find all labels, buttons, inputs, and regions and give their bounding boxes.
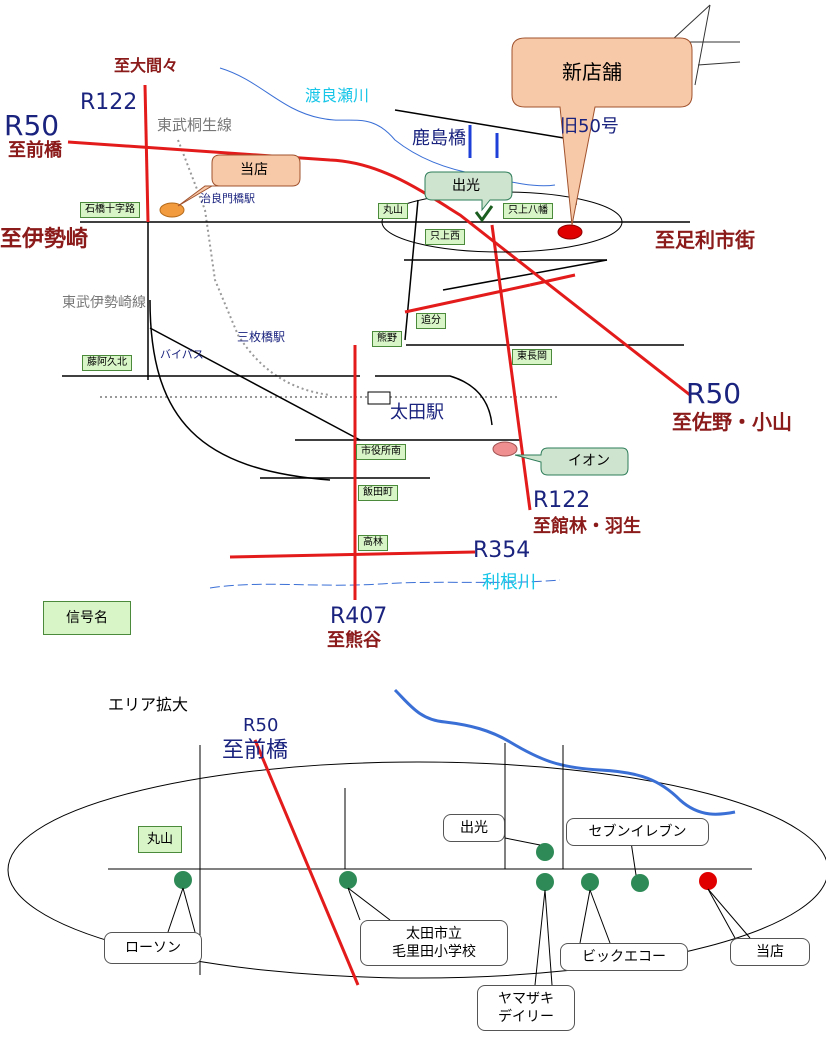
aeon-marker <box>492 441 518 457</box>
signal-shiyakusho-minami: 市役所南 <box>356 444 406 460</box>
current-store-bubble-label: 当店 <box>240 162 268 178</box>
new-store-bubble-label: 新店舗 <box>562 60 622 84</box>
route-r122-bottom: R122 <box>533 488 591 513</box>
area-r50-road <box>253 739 360 986</box>
idemitsu-marker <box>536 843 554 861</box>
north-arrow-icon <box>671 4 741 86</box>
callout-school: 太田市立 毛里田小学校 <box>360 920 508 967</box>
callout-idemitsu: 出光 <box>443 814 505 843</box>
signal-kumano: 熊野 <box>372 331 402 347</box>
tobu-kiryu-line-label: 東武桐生線 <box>157 116 233 134</box>
aeon-bubble-shape <box>514 447 629 476</box>
area-outline <box>7 761 826 979</box>
tobu-kiryu-line <box>177 139 331 396</box>
dest-sano: 至佐野・小山 <box>672 410 792 434</box>
dest-isesaki: 至伊勢崎 <box>0 227 89 252</box>
callout-yamazaki-line1: ヤマザキ <box>498 991 554 1007</box>
callout-seven-eleven: セブンイレブン <box>566 818 709 847</box>
current-store-bubble-shape <box>177 154 301 207</box>
minor-roads <box>62 109 690 481</box>
seven-eleven-marker <box>631 874 649 892</box>
dest-tatebayashi: 至館林・羽生 <box>533 516 641 537</box>
signal-iidacho: 飯田町 <box>358 485 398 501</box>
idemitsu-check-icon <box>474 205 494 223</box>
big-echo-marker <box>581 873 599 891</box>
callout-yamazaki: ヤマザキ デイリー <box>477 985 575 1032</box>
callout-school-line2: 毛里田小学校 <box>392 944 476 961</box>
idemitsu-bubble-shape <box>424 171 513 212</box>
route-r50-right: R50 <box>686 377 742 410</box>
dest-ashikaga: 至足利市街 <box>655 228 755 252</box>
jizo-station-label: 治良門橋駅 <box>200 192 255 205</box>
new-store-marker <box>557 224 583 240</box>
route-r407: R407 <box>330 604 388 629</box>
school-marker <box>339 871 357 889</box>
dest-kumagaya: 至熊谷 <box>327 630 381 651</box>
signal-tadakami-nishi: 只上西 <box>425 229 465 245</box>
signal-ishibashi: 石橋十字路 <box>80 202 140 218</box>
dest-omama: 至大間々 <box>114 56 179 75</box>
route-r50-left: R50 <box>4 109 60 142</box>
new-store-bubble-shape <box>511 37 693 226</box>
callout-school-line1: 太田市立 <box>406 926 462 942</box>
signal-tadakami-hachiman: 只上八幡 <box>503 203 553 219</box>
area-signal-maruyama: 丸山 <box>138 826 183 853</box>
sanmaibashi-station-label: 三枚橋駅 <box>237 330 286 344</box>
route-kyu50: 旧50号 <box>560 116 619 137</box>
tone-river <box>209 579 561 589</box>
aeon-bubble-label: イオン <box>568 453 610 469</box>
area-river <box>393 688 736 816</box>
area-r50-label: R50 <box>243 715 279 736</box>
callout-leaders <box>167 834 751 986</box>
store-marker <box>699 872 717 890</box>
tone-river-label: 利根川 <box>482 572 536 593</box>
lawson-marker <box>174 871 192 889</box>
area-maebashi-label: 至前橋 <box>222 738 289 763</box>
watarase-river-label: 渡良瀬川 <box>305 86 370 105</box>
callout-lawson: ローソン <box>104 932 202 965</box>
ota-station-label: 太田駅 <box>390 402 444 423</box>
signal-higashinagaoka: 東長岡 <box>512 349 552 365</box>
yamazaki-marker <box>536 873 554 891</box>
callout-store: 当店 <box>730 938 810 967</box>
legend-signal-name: 信号名 <box>43 601 131 635</box>
main-roads <box>67 84 691 600</box>
signal-fujiaku-kita: 藤阿久北 <box>82 355 132 371</box>
ota-station-box <box>367 391 391 405</box>
callout-yamazaki-line2: デイリー <box>498 1009 554 1026</box>
bypass-label: バイパス <box>160 348 204 361</box>
kashimabashi-label: 鹿島橋 <box>412 128 466 149</box>
route-r354: R354 <box>473 538 531 563</box>
dest-maebashi: 至前橋 <box>8 140 62 161</box>
signal-oiwake: 追分 <box>416 313 446 329</box>
tobu-isesaki-line-label: 東武伊勢崎線 <box>62 295 146 311</box>
idemitsu-bubble-label: 出光 <box>452 178 480 194</box>
route-r122-top: R122 <box>80 90 138 115</box>
current-store-marker <box>159 202 185 218</box>
signal-takabayashi: 高林 <box>358 535 388 551</box>
callout-big-echo: ビックエコー <box>560 943 688 972</box>
signal-maruyama: 丸山 <box>378 203 408 219</box>
area-map-title: エリア拡大 <box>108 695 189 714</box>
